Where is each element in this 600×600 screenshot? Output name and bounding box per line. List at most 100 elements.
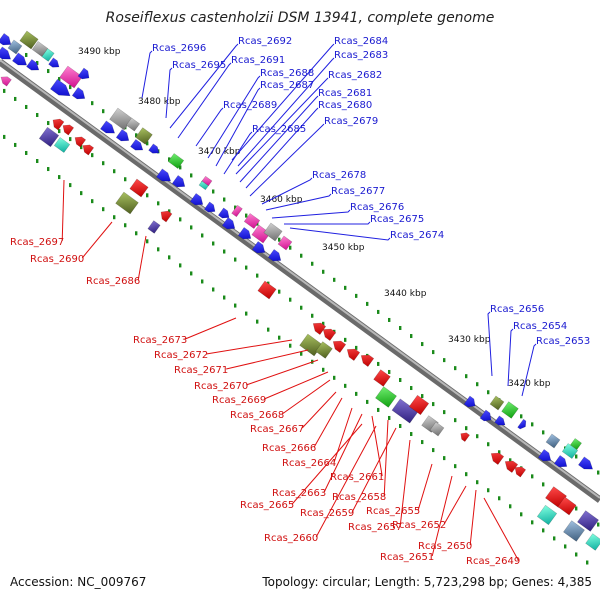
label-leader-line xyxy=(137,235,147,281)
gene-label: Rcas_2650 xyxy=(418,541,472,552)
gene-label: Rcas_2671 xyxy=(174,365,228,376)
tick-dot xyxy=(476,480,479,485)
tick-dot xyxy=(58,77,61,82)
tick-dot xyxy=(531,474,534,479)
tick-dot xyxy=(498,450,501,455)
tick-dot xyxy=(355,391,358,396)
gene-label: Rcas_2685 xyxy=(252,124,306,135)
tick-dot xyxy=(223,197,226,202)
tick-dot xyxy=(25,104,28,109)
tick-dot xyxy=(179,263,182,268)
tick-dot xyxy=(234,257,237,262)
gene-feature xyxy=(167,153,185,169)
tick-dot xyxy=(234,205,237,210)
label-leader-line xyxy=(487,311,493,377)
label-leader-line xyxy=(315,425,377,538)
tick-dot xyxy=(432,402,435,407)
gene-feature xyxy=(490,452,505,465)
tick-dot xyxy=(476,434,479,439)
tick-dot xyxy=(542,528,545,533)
gene-label: Rcas_2677 xyxy=(331,186,385,197)
label-leader-line xyxy=(141,50,153,99)
tick-dot xyxy=(289,297,292,302)
tick-dot xyxy=(311,313,314,318)
tick-dot xyxy=(289,343,292,348)
tick-dot xyxy=(135,231,138,236)
tick-dot xyxy=(278,289,281,294)
gene-feature xyxy=(360,354,375,367)
gene-feature xyxy=(38,126,60,148)
tick-dot xyxy=(476,382,479,387)
label-leader-line xyxy=(399,439,411,527)
scale-label: 3480 kbp xyxy=(138,97,181,107)
gene-label: Rcas_2652 xyxy=(392,520,446,531)
gene-feature xyxy=(7,39,23,55)
tick-dot xyxy=(146,239,149,244)
tick-dot xyxy=(322,367,325,372)
label-leader-line xyxy=(351,427,397,513)
gene-label: Rcas_2673 xyxy=(133,335,187,346)
gene-feature xyxy=(148,143,160,154)
gene-feature xyxy=(189,193,204,206)
tick-dot xyxy=(575,552,578,557)
tick-dot xyxy=(190,173,193,178)
label-leader-line xyxy=(223,131,253,175)
gene-label: Rcas_2655 xyxy=(366,506,420,517)
tick-dot xyxy=(333,277,336,282)
gene-feature xyxy=(74,136,87,148)
tick-dot xyxy=(454,366,457,371)
gene-feature xyxy=(537,449,552,462)
label-leader-line xyxy=(521,343,537,397)
tick-dot xyxy=(14,142,17,147)
tick-dot xyxy=(223,249,226,254)
tick-dot xyxy=(355,345,358,350)
tick-dot xyxy=(91,101,94,106)
tick-dot xyxy=(333,375,336,380)
gene-label: Rcas_2664 xyxy=(282,458,336,469)
tick-dot xyxy=(399,378,402,382)
tick-dot xyxy=(223,295,226,300)
tick-dot xyxy=(278,335,281,340)
tick-dot xyxy=(124,223,127,228)
tick-dot xyxy=(234,303,237,308)
label-leader-line xyxy=(443,485,467,525)
tick-dot xyxy=(520,414,523,419)
gene-feature xyxy=(263,222,283,242)
gene-label: Rcas_2658 xyxy=(332,492,386,503)
gene-label: Rcas_2688 xyxy=(260,68,314,79)
tick-dot xyxy=(487,488,490,493)
gene-feature xyxy=(82,144,95,156)
label-leader-line xyxy=(313,397,343,448)
tick-dot xyxy=(344,383,347,388)
scale-label: 3470 kbp xyxy=(198,147,241,157)
gene-feature xyxy=(563,520,585,542)
gene-feature xyxy=(41,48,55,62)
tick-dot xyxy=(465,374,468,379)
tick-dot xyxy=(102,109,105,114)
label-leader-line xyxy=(169,43,239,129)
gene-label: Rcas_2651 xyxy=(380,552,434,563)
tick-dot xyxy=(289,245,292,250)
genome-summary-text: Topology: circular; Length: 5,723,298 bp… xyxy=(261,575,592,589)
tick-dot xyxy=(69,183,72,188)
tick-dot xyxy=(421,342,424,347)
label-leader-line xyxy=(206,339,293,355)
label-leader-line xyxy=(235,77,329,175)
gene-feature xyxy=(171,175,186,188)
tick-dot xyxy=(135,133,138,138)
tick-dot xyxy=(377,361,380,366)
gene-feature xyxy=(237,227,252,240)
gene-label: Rcas_2659 xyxy=(300,508,354,519)
tick-dot xyxy=(36,159,39,164)
tick-dot xyxy=(113,215,116,220)
gene-feature xyxy=(217,207,230,219)
gene-feature xyxy=(52,118,65,131)
gene-label: Rcas_2689 xyxy=(223,100,277,111)
gene-feature xyxy=(460,432,470,442)
gene-feature xyxy=(0,76,12,87)
gene-label: Rcas_2687 xyxy=(260,80,314,91)
tick-dot xyxy=(564,544,567,549)
map-title: Roseiflexus castenholzii DSM 13941, comp… xyxy=(106,10,495,26)
tick-dot xyxy=(520,512,523,517)
tick-dot xyxy=(465,472,468,477)
